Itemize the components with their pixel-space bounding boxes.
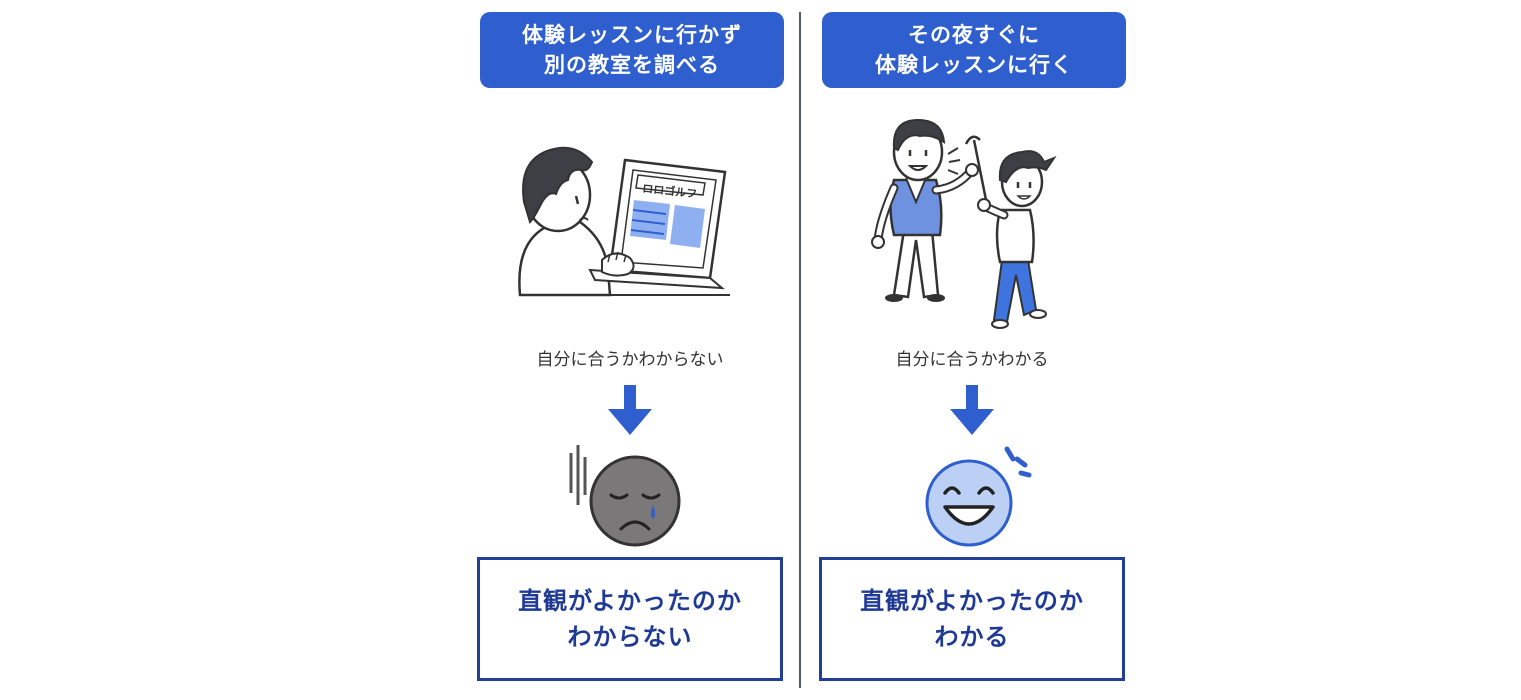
right-title-line1: その夜すぐに xyxy=(908,23,1040,47)
column-divider xyxy=(799,12,801,688)
left-result-box: 直観がよかったのか わからない xyxy=(477,557,783,681)
right-caption: 自分に合うかわかる xyxy=(895,350,1049,370)
golf-lesson-illustration xyxy=(871,118,1057,329)
left-result-line2: わからない xyxy=(567,623,693,651)
right-title-box: その夜すぐに 体験レッスンに行く xyxy=(822,12,1126,88)
right-result-line1: 直観がよかったのか xyxy=(860,587,1084,615)
right-result-line2: わかる xyxy=(934,623,1010,651)
left-title-box: 体験レッスンに行かず 別の教室を調べる xyxy=(480,12,784,88)
down-arrow-icon xyxy=(950,385,994,435)
laptop-screen-text: ロロゴルフ xyxy=(642,181,698,201)
happy-face-icon xyxy=(925,446,1032,547)
sad-face-icon xyxy=(569,445,681,547)
left-result-line1: 直観がよかったのか xyxy=(518,587,742,615)
person-at-laptop-illustration: ロロゴルフ xyxy=(518,146,730,297)
left-column: 体験レッスンに行かず 別の教室を調べる ロロゴルフ 自分に合うかわからない xyxy=(470,0,800,700)
down-arrow-icon xyxy=(608,385,652,435)
right-title-line2: 体験レッスンに行く xyxy=(875,53,1073,77)
left-title-line1: 体験レッスンに行かず xyxy=(522,23,742,47)
left-title-line2: 別の教室を調べる xyxy=(544,53,720,77)
left-caption: 自分に合うかわからない xyxy=(536,350,724,370)
right-column: その夜すぐに 体験レッスンに行く xyxy=(812,0,1142,700)
right-result-box: 直観がよかったのか わかる xyxy=(819,557,1125,681)
